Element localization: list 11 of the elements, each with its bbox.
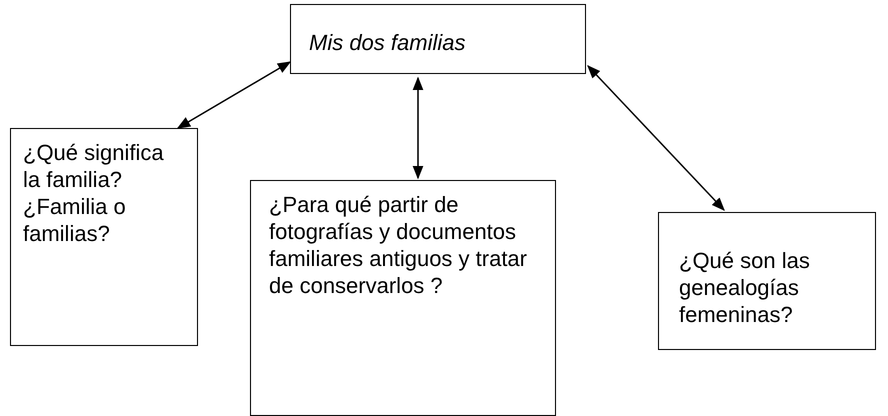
box-text: ¿Qué significa la familia? ¿Familia o familias? (23, 139, 165, 247)
box-text: ¿Para qué partir de fotografías y documentos familiares antiguos y tratar de conservarlos ? (269, 191, 528, 299)
double-arrow (176, 61, 292, 129)
box-text: ¿Qué son las genealogías femeninas? (679, 247, 811, 328)
question-box (10, 128, 198, 346)
box-text: Mis dos familias (309, 29, 466, 56)
question-box (658, 212, 876, 350)
double-arrow (412, 76, 424, 180)
title-box (290, 4, 586, 74)
double-arrow (587, 65, 725, 211)
question-box (250, 180, 556, 416)
